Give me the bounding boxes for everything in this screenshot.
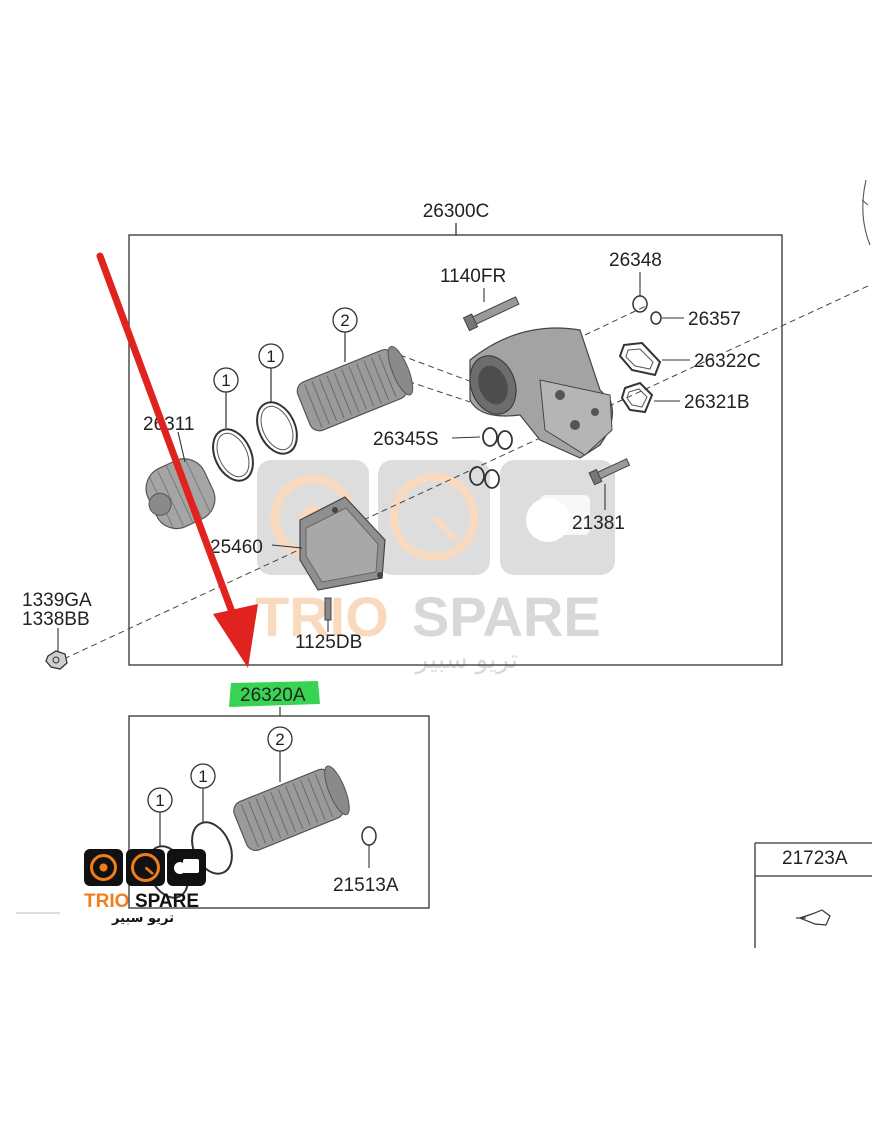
label-1140FR: 1140FR — [440, 266, 506, 287]
bolt-21381 — [588, 458, 631, 510]
label-26311: 26311 — [143, 414, 194, 435]
label-25460: 25460 — [210, 537, 263, 558]
label-26321B: 26321B — [684, 392, 750, 413]
red-arrow — [96, 252, 258, 668]
label-1125DB: 1125DB — [295, 632, 362, 653]
bolt-1140FR — [462, 288, 520, 332]
callout-1-main-b: 1 — [266, 347, 275, 366]
filter-element-main — [296, 307, 414, 432]
side-box-21723A — [754, 842, 872, 948]
watermark-brand-b: SPARE — [412, 585, 601, 648]
kit-box-26320A — [128, 715, 430, 909]
logo-brand-b: SPARE — [135, 891, 199, 912]
callout-2-main: 2 — [340, 311, 349, 330]
label-26345S: 26345S — [373, 429, 439, 450]
filter-element-kit — [233, 726, 350, 852]
assembly-26300C — [128, 223, 783, 666]
watermark-arabic: تريو سبير — [414, 645, 518, 675]
oring-main-a — [212, 367, 254, 482]
watermark-brand-a: TRIO — [255, 585, 389, 648]
oring-main-b — [256, 343, 298, 455]
callout-1-kit-b: 1 — [198, 767, 207, 786]
bolt-1125DB — [324, 597, 332, 632]
label-26357: 26357 — [688, 309, 741, 330]
label-26300C: 26300C — [423, 201, 490, 222]
edge-fragment — [861, 179, 871, 246]
oring-kit-a — [147, 787, 189, 899]
filter-cap — [145, 431, 216, 530]
ring-26348 — [632, 272, 648, 313]
gasket-26321B — [620, 381, 680, 414]
callout-1-main-a: 1 — [221, 371, 230, 390]
watermark: TRIO SPARE تريو سبير — [255, 460, 615, 675]
ring-26357 — [650, 311, 684, 325]
label-26320A: 26320A — [240, 685, 306, 706]
label-highlight — [229, 681, 320, 707]
label-21723A: 21723A — [782, 848, 848, 869]
oring-21513A — [361, 826, 377, 868]
callout-1-kit-a: 1 — [155, 791, 164, 810]
orings-26345S — [451, 427, 513, 489]
trio-spare-logo: TRIO SPARE تريو سبير — [84, 849, 206, 926]
label-21513A: 21513A — [333, 875, 399, 896]
filter-housing — [469, 327, 613, 459]
label-21381: 21381 — [572, 513, 625, 534]
label-1338BB: 1338BB — [22, 609, 90, 630]
gasket-26322C — [618, 341, 690, 377]
callout-2-kit: 2 — [275, 730, 284, 749]
logo-brand-a: TRIO — [84, 891, 129, 912]
nut — [45, 628, 68, 670]
label-26348: 26348 — [609, 250, 662, 271]
logo-arabic: تريو سبير — [111, 911, 174, 926]
oil-cooler — [271, 496, 386, 591]
label-1339GA: 1339GA — [22, 590, 92, 611]
label-26322C: 26322C — [694, 351, 761, 372]
